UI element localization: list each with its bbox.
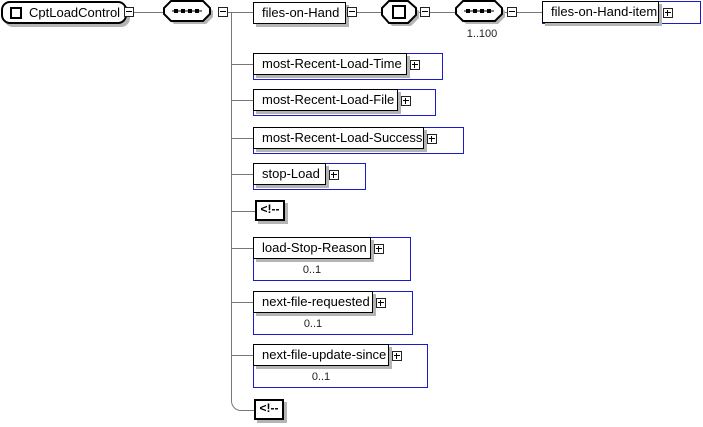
- element-label: most-Recent-Load-Time: [262, 56, 402, 71]
- collapse-button[interactable]: [420, 7, 430, 17]
- element-label: next-file-requested: [262, 294, 370, 309]
- connector-line: [134, 12, 166, 13]
- element-container: next-file-requested 0..1: [253, 291, 413, 335]
- complextype-compositor-icon[interactable]: [381, 0, 423, 28]
- element-container: most-Recent-Load-Success: [253, 127, 464, 154]
- expand-button[interactable]: [401, 96, 411, 106]
- connector-line: [231, 248, 253, 249]
- comment-node[interactable]: <!--: [255, 200, 285, 221]
- element-container: most-Recent-Load-Time: [253, 53, 443, 80]
- element-next-file-update-since[interactable]: next-file-update-since: [253, 344, 389, 366]
- element-most-recent-load-time[interactable]: most-Recent-Load-Time: [253, 53, 407, 75]
- connector-line: [231, 302, 253, 303]
- connector-line: [231, 138, 253, 139]
- expand-button[interactable]: [374, 244, 384, 254]
- element-label: most-Recent-Load-File: [262, 92, 395, 107]
- collapse-button[interactable]: [507, 7, 517, 17]
- root-element-label: CptLoadControl: [29, 5, 121, 20]
- element-container: next-file-update-since 0..1: [253, 344, 428, 388]
- element-most-recent-load-success[interactable]: most-Recent-Load-Success: [253, 127, 424, 149]
- element-label: files-on-Hand-item: [551, 4, 658, 19]
- element-container: most-Recent-Load-File: [253, 89, 436, 116]
- element-stop-load[interactable]: stop-Load: [253, 163, 326, 185]
- occurrence-label: 0..1: [303, 318, 323, 330]
- connector-line: [231, 64, 253, 65]
- connector-line: [228, 12, 253, 13]
- occurrence-label: 0..1: [302, 264, 322, 276]
- occurrence-label: 0..1: [311, 371, 331, 383]
- connector-line: [344, 12, 348, 13]
- comment-node[interactable]: <!--: [254, 399, 284, 420]
- collapse-button[interactable]: [124, 7, 134, 17]
- sequence-compositor-icon[interactable]: [163, 0, 217, 27]
- expand-button[interactable]: [663, 8, 673, 18]
- expand-button[interactable]: [392, 351, 402, 361]
- element-files-on-hand-item[interactable]: files-on-Hand-item: [542, 1, 659, 23]
- connector-line: [231, 355, 253, 356]
- element-label: stop-Load: [262, 166, 320, 181]
- element-most-recent-load-file[interactable]: most-Recent-Load-File: [253, 89, 398, 111]
- expand-button[interactable]: [427, 134, 437, 144]
- connector-line: [430, 12, 456, 13]
- tree-corner-line: [231, 390, 255, 411]
- occurrence-label: 1..100: [466, 28, 498, 40]
- element-placeholder-icon: [10, 6, 22, 19]
- element-files-on-hand[interactable]: files-on-Hand: [253, 2, 346, 24]
- collapse-button[interactable]: [347, 7, 357, 17]
- expand-button[interactable]: [410, 60, 420, 70]
- tree-trunk-line: [231, 12, 232, 390]
- element-label: next-file-update-since: [262, 347, 387, 362]
- collapse-button[interactable]: [218, 7, 228, 17]
- connector-line: [517, 12, 542, 13]
- connector-line: [503, 12, 508, 13]
- element-label: load-Stop-Reason: [262, 240, 367, 255]
- connector-line: [231, 100, 253, 101]
- root-element-cptloadcontrol[interactable]: CptLoadControl: [1, 1, 127, 24]
- sequence-compositor-icon[interactable]: [455, 0, 509, 27]
- connector-line: [357, 12, 383, 13]
- element-label: most-Recent-Load-Success: [262, 130, 423, 145]
- element-container-files-on-hand-item: files-on-Hand-item: [542, 1, 701, 24]
- connector-line: [231, 211, 255, 212]
- element-label: files-on-Hand: [262, 5, 340, 20]
- expand-button[interactable]: [329, 170, 339, 180]
- element-load-stop-reason[interactable]: load-Stop-Reason: [253, 237, 371, 259]
- expand-button[interactable]: [376, 298, 386, 308]
- connector-line: [231, 174, 253, 175]
- element-container: load-Stop-Reason 0..1: [253, 237, 411, 281]
- comment-marker: <!--: [259, 401, 279, 415]
- element-next-file-requested[interactable]: next-file-requested: [253, 291, 373, 313]
- element-container: stop-Load: [253, 163, 366, 190]
- comment-marker: <!--: [260, 202, 280, 216]
